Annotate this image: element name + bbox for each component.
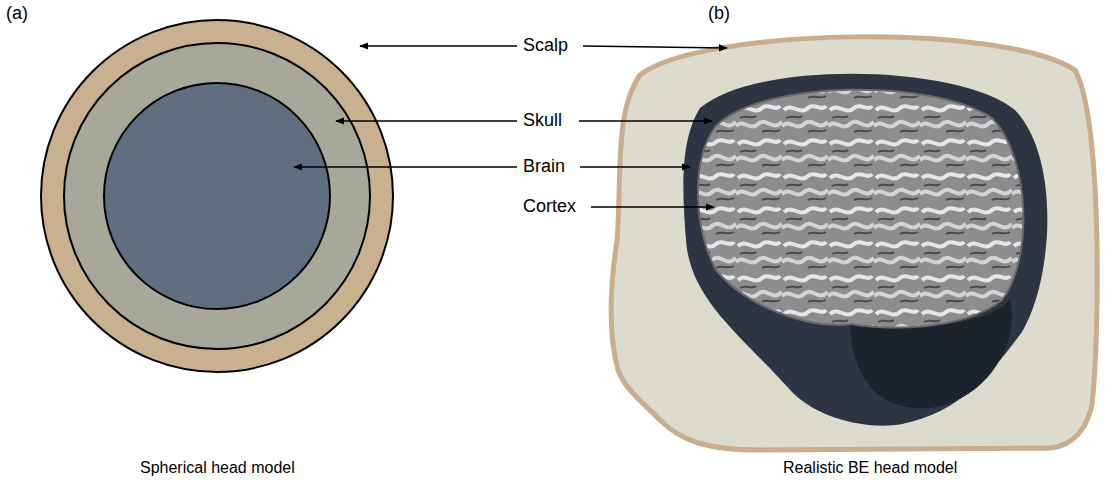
leader-lines	[294, 46, 727, 207]
caption-text: Spherical head model	[138, 459, 297, 477]
part-name: Cortex	[521, 197, 578, 217]
caption-text: Realistic BE head model	[781, 459, 959, 477]
panel-letter: (b)	[706, 4, 732, 24]
realistic-model	[611, 37, 1097, 450]
part-name: Skull	[521, 111, 564, 131]
panel-letter: (a)	[4, 4, 30, 24]
spherical-model	[41, 20, 393, 372]
part-name: Scalp	[521, 36, 570, 56]
part-name: Brain	[521, 157, 567, 177]
